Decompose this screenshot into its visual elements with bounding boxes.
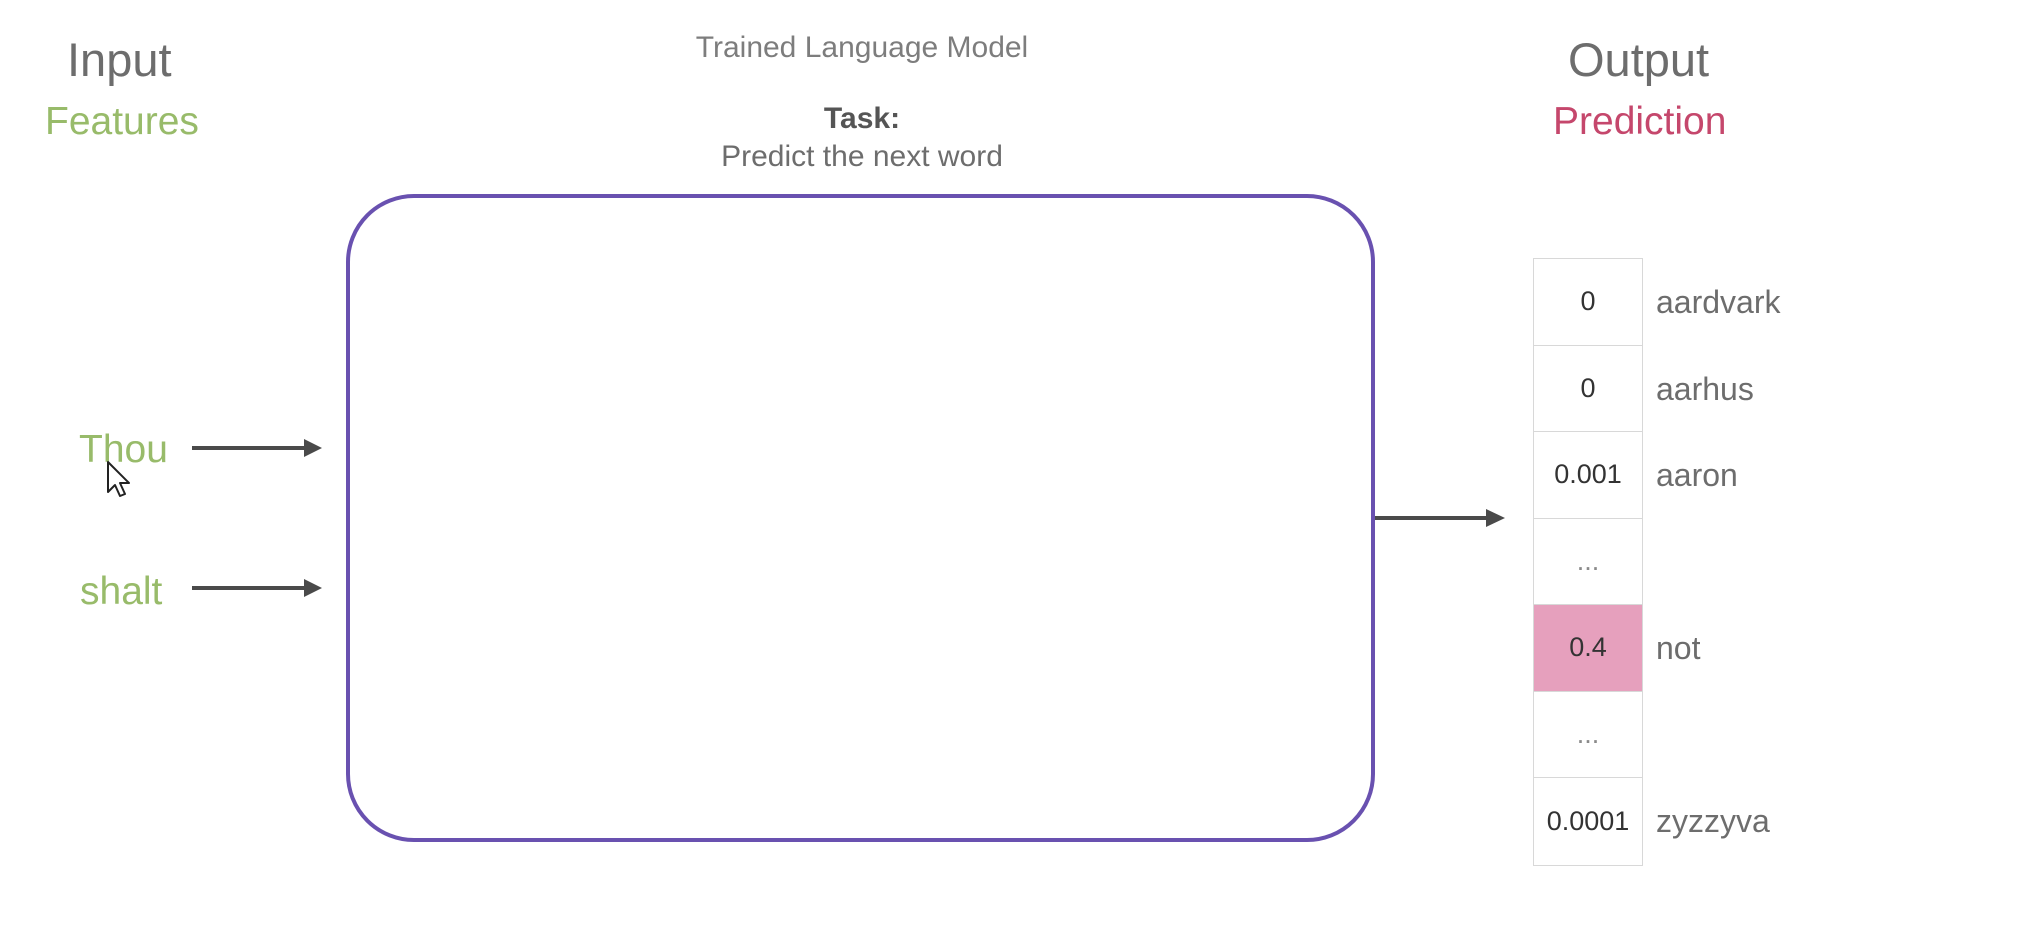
output-word-label: zyzzyva xyxy=(1656,803,1770,839)
input-heading: Input xyxy=(67,33,172,86)
input-word-thou: Thou xyxy=(79,428,168,471)
output-value-cell: 0.001 xyxy=(1534,432,1642,519)
task-label: Task: xyxy=(823,102,901,135)
language-model-box xyxy=(346,194,1375,842)
task-description: Predict the next word xyxy=(721,140,1003,173)
output-word-label: aaron xyxy=(1656,457,1738,493)
output-heading: Output xyxy=(1568,33,1710,86)
output-word-label: not xyxy=(1656,630,1701,666)
output-value-cell: 0.0001 xyxy=(1534,778,1642,865)
output-value-cell: 0 xyxy=(1534,259,1642,346)
input-arrow-shalt xyxy=(192,579,322,597)
input-word-shalt: shalt xyxy=(80,570,163,613)
output-word-label: aardvark xyxy=(1656,284,1781,320)
mouse-cursor-icon xyxy=(107,461,130,497)
prediction-subheading: Prediction xyxy=(1553,100,1727,143)
output-ellipsis-cell: ... xyxy=(1534,691,1642,778)
features-subheading: Features xyxy=(45,100,199,143)
output-ellipsis-cell: ... xyxy=(1534,518,1642,605)
input-arrow-thou xyxy=(192,439,322,457)
output-word-label: aarhus xyxy=(1656,371,1754,407)
output-value-cell: 0 xyxy=(1534,345,1642,432)
output-probability-column: 0 0 0.001 ... 0.4 ... 0.0001 xyxy=(1533,258,1643,866)
output-value-cell-highlighted: 0.4 xyxy=(1534,605,1642,692)
model-title: Trained Language Model xyxy=(695,31,1029,64)
output-arrow xyxy=(1375,509,1505,527)
